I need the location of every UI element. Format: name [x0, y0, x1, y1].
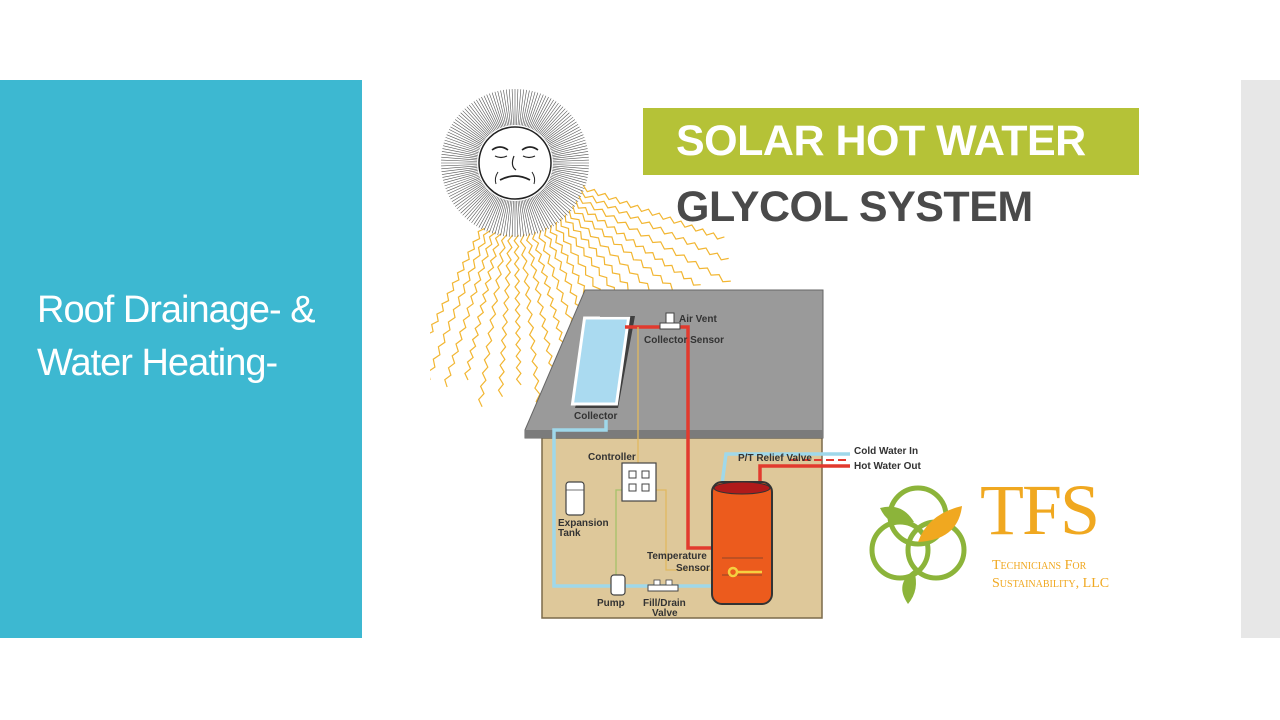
- fill-drain-valve-icon: [647, 579, 679, 592]
- label-cold-water-in: Cold Water In: [854, 446, 919, 457]
- air-vent-icon: [659, 312, 681, 330]
- label-fill-drain-valve-line1: Fill/Drain: [643, 598, 686, 609]
- label-air-vent: Air Vent: [679, 314, 717, 325]
- header-band: [643, 108, 1139, 175]
- label-pump: Pump: [597, 598, 625, 609]
- logo-line2: Sustainability, LLC: [992, 576, 1110, 591]
- hot-water-out-pipe: [758, 464, 850, 484]
- collector-panel: [570, 316, 635, 408]
- label-pt-relief-valve: P/T Relief Valve: [738, 453, 812, 464]
- label-collector-sensor: Collector Sensor: [644, 335, 725, 346]
- side-panel: [0, 80, 362, 638]
- solar-hot-water-diagram: [430, 80, 1150, 625]
- diagram-title: SOLAR HOT WATER: [676, 117, 1086, 165]
- label-collector: Collector: [574, 411, 618, 422]
- label-fill-drain-valve-line2: Valve: [652, 608, 678, 619]
- label-temperature-sensor-line1: Temperature: [647, 551, 707, 562]
- storage-tank: [711, 481, 773, 605]
- label-expansion-tank-line2: Tank: [558, 528, 581, 539]
- controller-icon: [621, 462, 657, 502]
- logo-line1: Technicians For: [992, 558, 1087, 573]
- right-strip: [1241, 80, 1280, 638]
- logo-initials: TFS: [980, 470, 1100, 550]
- label-expansion-tank-line1: Expansion: [558, 518, 609, 529]
- label-hot-water-out: Hot Water Out: [854, 461, 921, 472]
- expansion-tank-icon: [565, 481, 585, 516]
- label-controller: Controller: [588, 452, 636, 463]
- sun-corona: [441, 89, 589, 237]
- diagram-subtitle: GLYCOL SYSTEM: [676, 183, 1033, 231]
- slide-title: Roof Drainage- & Water Heating-: [37, 289, 316, 384]
- label-temperature-sensor-line2: Sensor: [676, 563, 710, 574]
- cold-water-in-pipe: [720, 452, 850, 485]
- sun-icon: [478, 126, 552, 200]
- pump-icon: [610, 574, 626, 596]
- tfs-logo-icon: [869, 485, 967, 604]
